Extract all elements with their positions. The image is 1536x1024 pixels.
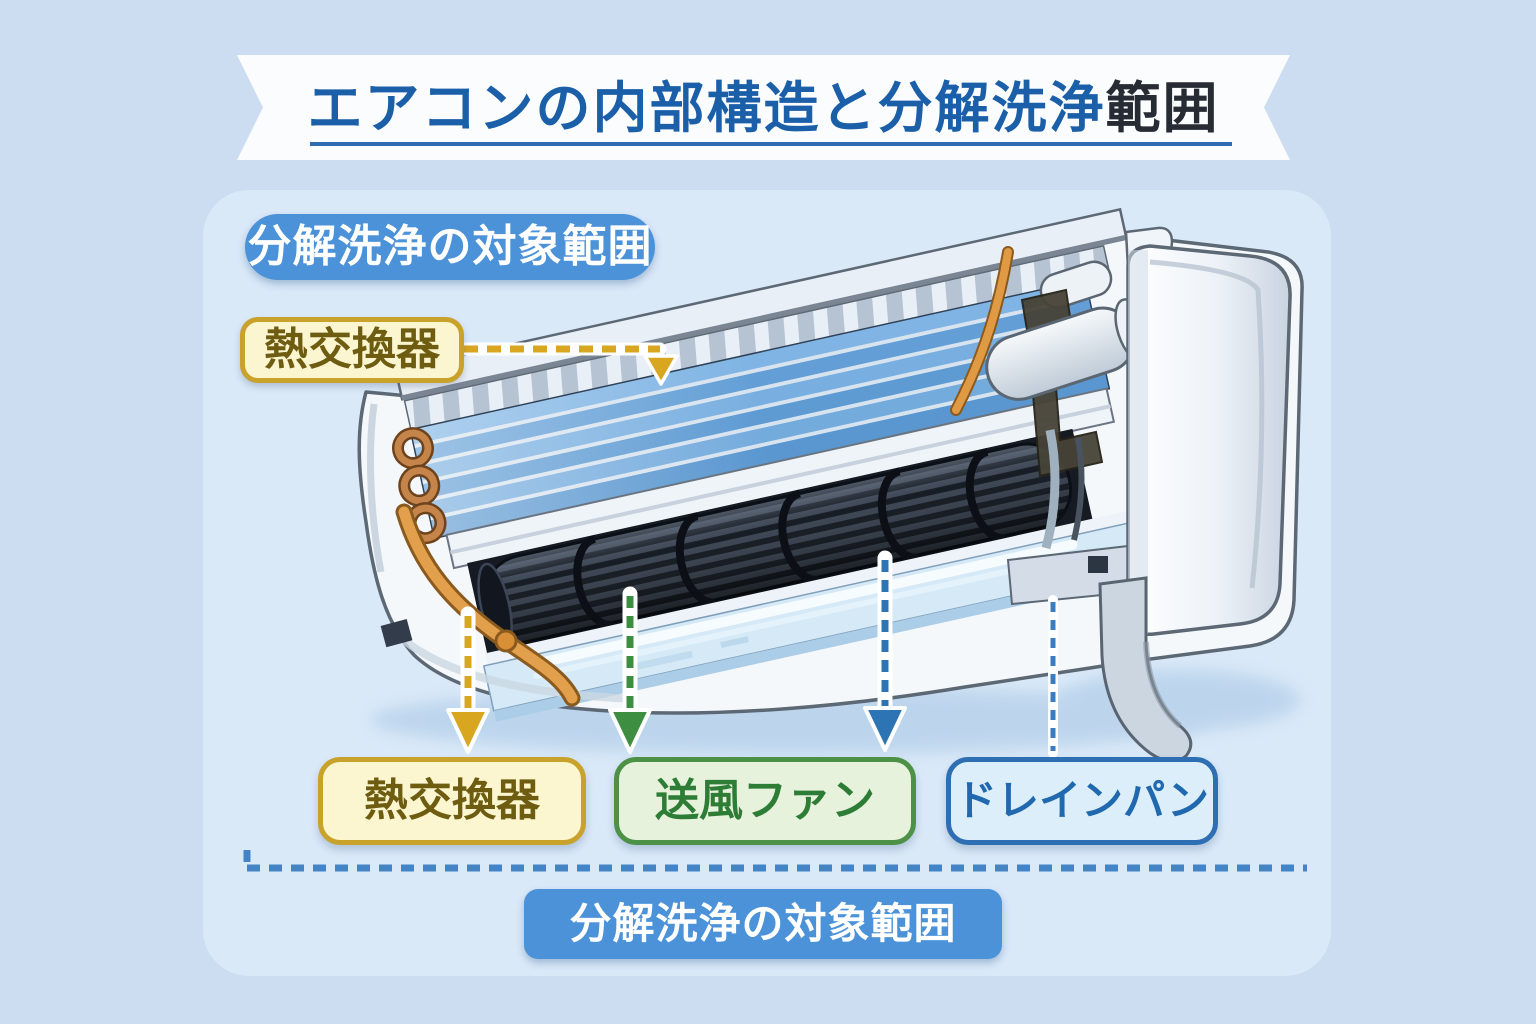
left-casing-details [366,403,637,703]
arrow-drain-pan [863,550,907,752]
heat-exchanger-callout: 熱交換器 [240,317,464,383]
page-title: エアコンの内部構造と分解洗浄範囲 [237,65,1290,151]
refrigerant-pipe [395,503,581,707]
scope-badge-top: 分解洗浄の対象範囲 [245,214,655,280]
label-heat-exchanger: 熱交換器 [318,757,586,845]
scope-banner-bottom: 分解洗浄の対象範囲 [524,889,1002,959]
arrow-heat-exchanger [446,606,490,754]
drain-pan [482,517,1161,722]
end-cap [1124,226,1292,637]
title-ribbon: エアコンの内部構造と分解洗浄範囲 [237,55,1290,160]
copper-pipes [391,427,447,545]
scope-dashed-line [243,850,1307,872]
leader-heat-exchanger-top [457,342,679,386]
heat-exchanger-fins [409,278,1111,540]
page-title-main: エアコンの内部構造と分解洗浄 [307,76,1106,140]
label-blower-fan: 送風ファン [614,757,916,845]
pan-rim [485,507,1146,666]
page-title-suffix: 範囲 [1105,76,1220,140]
arrow-blower-fan [608,586,652,754]
label-drain-pan: ドレインパン [946,757,1218,845]
unit-internals [391,207,1161,722]
mount-hook [1098,576,1193,763]
louver-bar [445,387,1116,570]
title-underline [310,142,1232,146]
